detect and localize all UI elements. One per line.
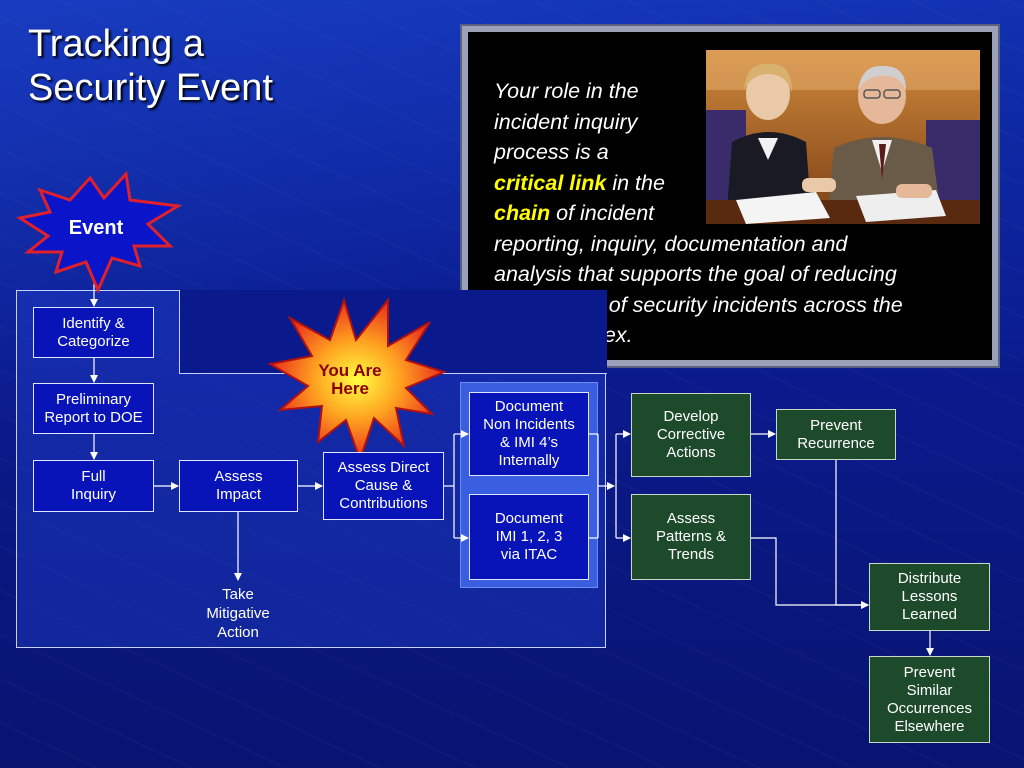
- role-line-3: process is a: [494, 140, 609, 164]
- critical-link-highlight: critical link: [494, 170, 607, 195]
- prevent-similar-occurrences-box: Prevent Similar Occurrences Elsewhere: [869, 656, 990, 743]
- role-panel: Your role in the incident inquiry proces…: [460, 24, 1000, 368]
- assess-impact-box: Assess Impact: [179, 460, 298, 512]
- title-line-2: Security Event: [28, 67, 273, 109]
- role-line-7: analysis that supports the goal of reduc…: [494, 262, 897, 286]
- preliminary-report-box: Preliminary Report to DOE: [33, 383, 154, 434]
- line-patterns-to-lessons: [751, 537, 869, 609]
- take-mitigative-action-text: Take Mitigative Action: [206, 586, 270, 641]
- document-non-incidents-box: Document Non Incidents & IMI 4’s Interna…: [469, 392, 589, 476]
- identify-categorize-box: Identify & Categorize: [33, 307, 154, 358]
- role-line-5: chain of incident: [494, 198, 984, 229]
- prevent-recurrence-box: Prevent Recurrence: [776, 409, 896, 460]
- role-line-1: Your role in the: [494, 79, 639, 103]
- develop-corrective-actions-box: Develop Corrective Actions: [631, 393, 751, 477]
- role-line-4: critical link in the: [494, 168, 984, 199]
- full-inquiry-box: Full Inquiry: [33, 460, 154, 512]
- slide-title: Tracking a Security Event: [28, 22, 273, 110]
- event-label: Event: [68, 217, 124, 239]
- role-line-5-rest: of incident: [550, 201, 655, 225]
- chain-highlight: chain: [494, 201, 551, 225]
- you-are-here-label: You Are Here: [318, 361, 382, 398]
- meeting-photo: [706, 50, 980, 224]
- role-line-2: incident inquiry: [494, 109, 638, 134]
- assess-direct-cause-box: Assess Direct Cause & Contributions: [323, 452, 444, 520]
- assess-patterns-trends-box: Assess Patterns & Trends: [631, 494, 751, 580]
- document-imi-box: Document IMI 1, 2, 3 via ITAC: [469, 494, 589, 580]
- title-line-1: Tracking a: [28, 23, 204, 65]
- distribute-lessons-learned-box: Distribute Lessons Learned: [869, 563, 990, 631]
- line-recurrence-down: [835, 460, 869, 609]
- role-line-4-rest: in the: [606, 170, 665, 195]
- role-line-6: reporting, inquiry, documentation and: [494, 231, 848, 256]
